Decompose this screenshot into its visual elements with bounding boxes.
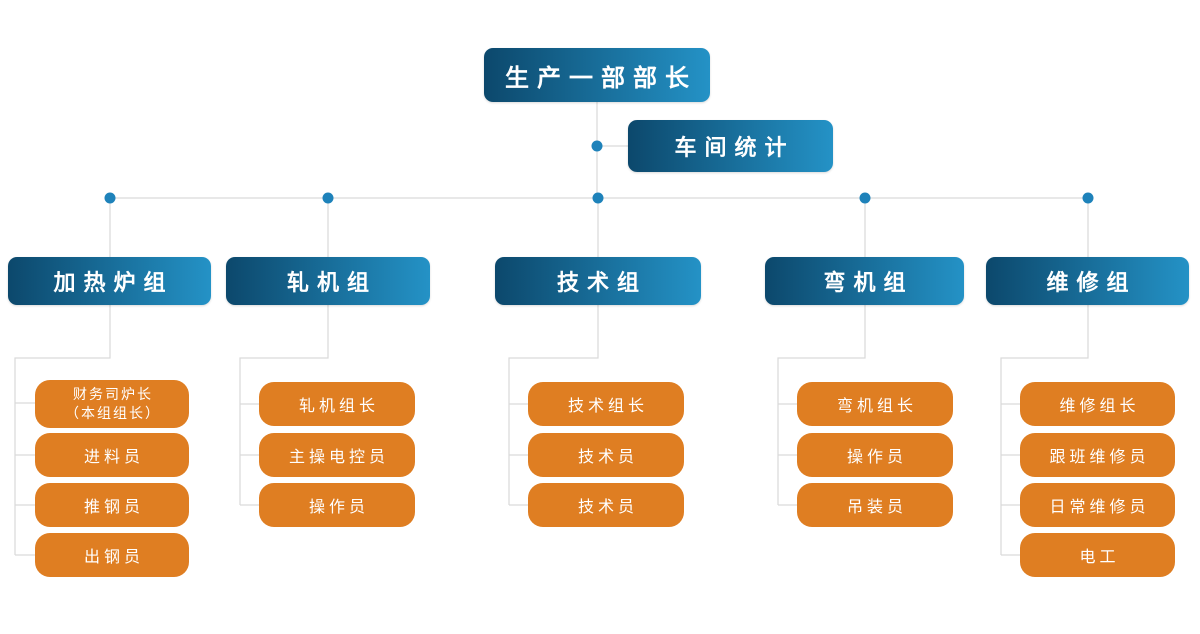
group1-tree [14, 305, 111, 556]
member-label: 操作员 [308, 499, 369, 516]
member-label: 技术员 [577, 499, 638, 516]
member-label: 维修组长 [1059, 398, 1140, 415]
group-header-label: 弯机组 [823, 270, 914, 295]
member-node: 操作员 [797, 433, 953, 477]
member-label: 进料员 [83, 449, 144, 466]
member-label: 技术组长 [567, 398, 648, 415]
node-workshop-stats: 车间统计 [628, 120, 833, 172]
member-label: 推钢员 [83, 499, 144, 516]
member-label: 财务司炉长 [73, 386, 153, 403]
group5-tree [1000, 305, 1089, 556]
connector-dot [1082, 192, 1094, 204]
connector-dot [592, 192, 604, 204]
node-workshop-stats-label: 车间统计 [674, 135, 795, 160]
member-node: 操作员 [259, 483, 415, 527]
member-node: 电工 [1020, 533, 1175, 577]
member-label: 日常维修员 [1049, 499, 1150, 516]
member-node: 技术员 [528, 433, 684, 477]
connector-dot [322, 192, 334, 204]
member-node: 财务司炉长 （本组组长） [35, 380, 189, 428]
group3-tree [508, 305, 599, 506]
group-header-rolling-mill: 轧机组 [226, 257, 430, 305]
member-label: 操作员 [846, 449, 907, 466]
member-label: 电工 [1079, 549, 1120, 566]
group2-tree [239, 305, 329, 506]
group-header-label: 轧机组 [286, 270, 377, 295]
node-root-label: 生产一部部长 [505, 64, 697, 92]
member-node: 出钢员 [35, 533, 189, 577]
node-root: 生产一部部长 [484, 48, 710, 102]
member-node: 进料员 [35, 433, 189, 477]
member-node: 技术员 [528, 483, 684, 527]
group-header-label: 维修组 [1046, 270, 1137, 295]
member-node: 技术组长 [528, 382, 684, 426]
member-node: 日常维修员 [1020, 483, 1175, 527]
member-label: 轧机组长 [298, 398, 379, 415]
member-node: 维修组长 [1020, 382, 1175, 426]
member-label: 出钢员 [83, 549, 144, 566]
group-header-bending-machine: 弯机组 [765, 257, 964, 305]
group-header-label: 技术组 [556, 270, 647, 295]
member-label: 技术员 [577, 449, 638, 466]
member-label: 吊装员 [846, 499, 907, 516]
connector-dot [104, 192, 116, 204]
connector-dot [591, 140, 603, 152]
group-header-maintenance: 维修组 [986, 257, 1189, 305]
member-label: 跟班维修员 [1049, 449, 1150, 466]
member-sublabel: （本组组长） [65, 405, 161, 421]
member-node: 推钢员 [35, 483, 189, 527]
group-header-label: 加热炉组 [53, 270, 174, 295]
member-node: 吊装员 [797, 483, 953, 527]
member-node: 主操电控员 [259, 433, 415, 477]
member-label: 弯机组长 [836, 398, 917, 415]
group4-tree [777, 305, 866, 506]
member-label: 主操电控员 [288, 449, 389, 466]
member-node: 弯机组长 [797, 382, 953, 426]
group-header-heating-furnace: 加热炉组 [8, 257, 211, 305]
connector-dot [859, 192, 871, 204]
member-node: 轧机组长 [259, 382, 415, 426]
member-node: 跟班维修员 [1020, 433, 1175, 477]
group-drop-lines [109, 198, 1089, 257]
group-header-technical: 技术组 [495, 257, 701, 305]
